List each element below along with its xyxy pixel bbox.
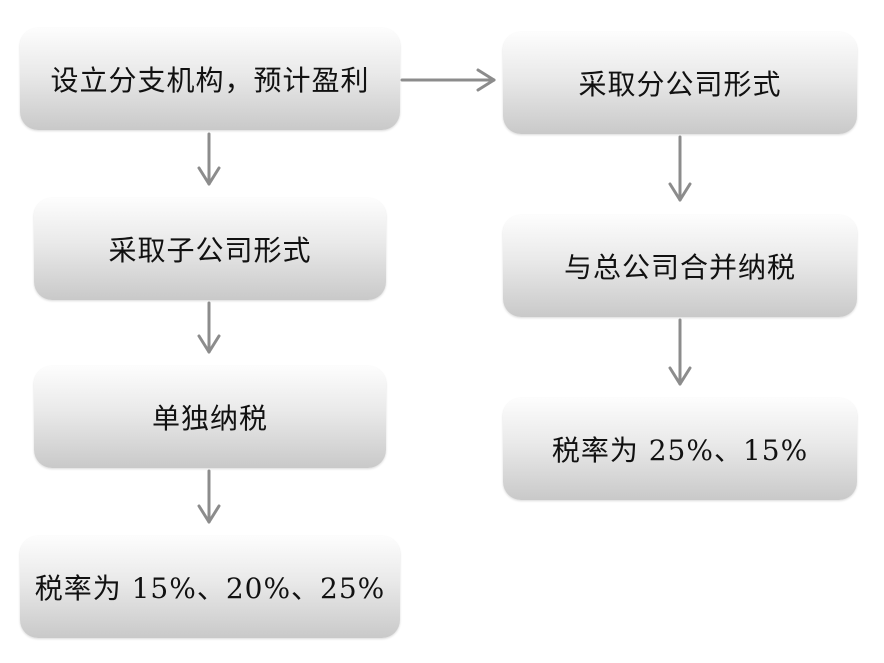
node-subsidiary-form: 采取子公司形式 [34, 198, 386, 300]
node-label: 税率为 25%、15% [551, 434, 809, 467]
node-establish-branch: 设立分支机构，预计盈利 [20, 28, 400, 130]
node-label: 采取分公司形式 [578, 68, 782, 101]
arrow-b5-to-b6 [668, 135, 692, 202]
node-tax-rate-right: 税率为 25%、15% [503, 398, 857, 500]
node-label: 税率为 15%、20%、25% [34, 572, 386, 605]
node-consolidated-tax: 与总公司合并纳税 [503, 215, 857, 317]
arrow-b6-to-b7 [668, 318, 692, 386]
node-label: 与总公司合并纳税 [563, 251, 796, 284]
arrow-b1-to-b2 [197, 132, 221, 186]
node-label: 单独纳税 [151, 402, 268, 435]
node-label: 采取子公司形式 [108, 234, 312, 267]
node-separate-tax: 单独纳税 [34, 366, 386, 468]
node-label: 设立分支机构，预计盈利 [50, 64, 370, 97]
arrow-b3-to-b4 [197, 469, 221, 524]
arrow-b1-to-b5 [400, 68, 496, 92]
node-tax-rate-left: 税率为 15%、20%、25% [20, 536, 400, 638]
node-branch-form: 采取分公司形式 [503, 32, 857, 134]
arrow-b2-to-b3 [197, 301, 221, 354]
